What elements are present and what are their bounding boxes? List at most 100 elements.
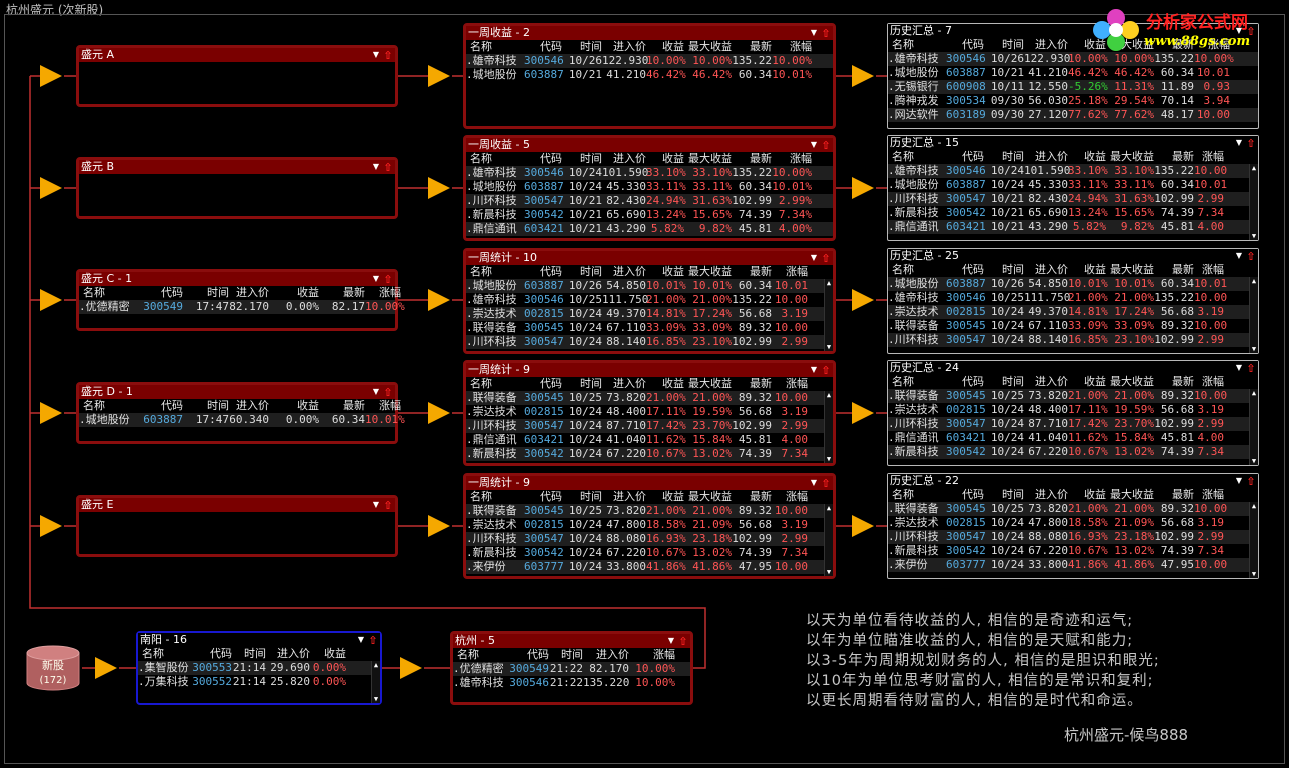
flow-arrow-icon[interactable] bbox=[40, 402, 62, 424]
flow-arrow-icon[interactable] bbox=[428, 177, 450, 199]
flow-arrow-icon[interactable] bbox=[400, 657, 422, 679]
column-header[interactable]: 收益 bbox=[662, 265, 684, 278]
scroll-down-icon[interactable]: ▼ bbox=[1251, 457, 1257, 465]
column-header[interactable]: 代码 bbox=[540, 490, 562, 503]
column-header[interactable]: 进入价 bbox=[613, 490, 646, 503]
column-header[interactable]: 收益 bbox=[662, 377, 684, 390]
column-header[interactable]: 进入价 bbox=[1035, 488, 1068, 501]
dropdown-icon[interactable]: ▼ bbox=[372, 162, 380, 171]
column-header[interactable]: 时间 bbox=[580, 265, 602, 278]
column-header[interactable]: 代码 bbox=[962, 150, 984, 163]
column-header[interactable]: 时间 bbox=[580, 152, 602, 165]
column-header[interactable]: 收益 bbox=[662, 40, 684, 53]
column-header[interactable]: 名称 bbox=[470, 265, 492, 278]
panel-header[interactable]: 历史汇总 - 25▼⇧ bbox=[888, 249, 1258, 263]
scrollbar[interactable]: ▲▼ bbox=[824, 504, 833, 576]
scroll-up-icon[interactable]: ▲ bbox=[373, 661, 379, 669]
column-header[interactable]: 最新 bbox=[750, 490, 772, 503]
column-header[interactable]: 最新 bbox=[1172, 150, 1194, 163]
up-arrow-icon[interactable]: ⇧ bbox=[821, 251, 831, 265]
column-header[interactable]: 收益 bbox=[297, 399, 319, 412]
flow-arrow-icon[interactable] bbox=[852, 515, 874, 537]
column-header[interactable]: 名称 bbox=[892, 375, 914, 388]
flow-arrow-icon[interactable] bbox=[428, 515, 450, 537]
scroll-up-icon[interactable]: ▲ bbox=[826, 504, 832, 512]
column-header[interactable]: 名称 bbox=[892, 38, 914, 51]
column-header[interactable]: 代码 bbox=[540, 377, 562, 390]
column-header[interactable]: 代码 bbox=[527, 648, 549, 661]
column-header[interactable]: 最新 bbox=[750, 265, 772, 278]
column-header[interactable]: 收益 bbox=[1084, 488, 1106, 501]
column-header[interactable]: 名称 bbox=[470, 490, 492, 503]
flow-arrow-icon[interactable] bbox=[428, 289, 450, 311]
scroll-up-icon[interactable]: ▲ bbox=[1251, 389, 1257, 397]
new-stock-source[interactable]: 新股(172) bbox=[25, 645, 81, 691]
column-header[interactable]: 名称 bbox=[457, 648, 479, 661]
panel-header[interactable]: 盛元 A▼⇧ bbox=[79, 48, 395, 62]
column-header[interactable]: 进入价 bbox=[1035, 375, 1068, 388]
up-arrow-icon[interactable]: ⇧ bbox=[821, 476, 831, 490]
column-header[interactable]: 进入价 bbox=[236, 399, 269, 412]
dropdown-icon[interactable]: ▼ bbox=[1235, 138, 1243, 147]
scroll-up-icon[interactable]: ▲ bbox=[1251, 164, 1257, 172]
column-header[interactable]: 收益 bbox=[1084, 150, 1106, 163]
up-arrow-icon[interactable]: ⇧ bbox=[1246, 24, 1256, 38]
column-header[interactable]: 涨幅 bbox=[653, 648, 675, 661]
column-header[interactable]: 代码 bbox=[161, 286, 183, 299]
up-arrow-icon[interactable]: ⇧ bbox=[821, 363, 831, 377]
column-header[interactable]: 名称 bbox=[83, 286, 105, 299]
panel-header[interactable]: 盛元 C - 1▼⇧ bbox=[79, 272, 395, 286]
flow-arrow-icon[interactable] bbox=[40, 515, 62, 537]
dropdown-icon[interactable]: ▼ bbox=[372, 387, 380, 396]
dropdown-icon[interactable]: ▼ bbox=[810, 253, 818, 262]
column-header[interactable]: 时间 bbox=[1002, 488, 1024, 501]
column-header[interactable]: 涨幅 bbox=[379, 399, 401, 412]
flow-arrow-icon[interactable] bbox=[852, 289, 874, 311]
column-header[interactable]: 涨幅 bbox=[1208, 38, 1230, 51]
column-header[interactable]: 时间 bbox=[207, 286, 229, 299]
column-header[interactable]: 最大收益 bbox=[1110, 488, 1154, 501]
up-arrow-icon[interactable]: ⇧ bbox=[383, 160, 393, 174]
column-header[interactable]: 代码 bbox=[210, 647, 232, 660]
column-header[interactable]: 最大收益 bbox=[688, 152, 732, 165]
panel-sy-e[interactable]: 盛元 E▼⇧ bbox=[76, 495, 398, 557]
panel-header[interactable]: 南阳 - 16▼⇧ bbox=[138, 633, 380, 647]
dropdown-icon[interactable]: ▼ bbox=[810, 28, 818, 37]
flow-arrow-icon[interactable] bbox=[95, 657, 117, 679]
column-header[interactable]: 收益 bbox=[662, 152, 684, 165]
column-header[interactable]: 时间 bbox=[1002, 375, 1024, 388]
column-header[interactable]: 涨幅 bbox=[1202, 263, 1224, 276]
column-header[interactable]: 名称 bbox=[142, 647, 164, 660]
up-arrow-icon[interactable]: ⇧ bbox=[1246, 361, 1256, 375]
dropdown-icon[interactable]: ▼ bbox=[810, 365, 818, 374]
up-arrow-icon[interactable]: ⇧ bbox=[383, 385, 393, 399]
column-header[interactable]: 最大收益 bbox=[688, 265, 732, 278]
column-header[interactable]: 最新 bbox=[1172, 375, 1194, 388]
column-header[interactable]: 最新 bbox=[343, 286, 365, 299]
column-header[interactable]: 涨幅 bbox=[1202, 150, 1224, 163]
dropdown-icon[interactable]: ▼ bbox=[1235, 251, 1243, 260]
dropdown-icon[interactable]: ▼ bbox=[810, 478, 818, 487]
column-header[interactable]: 进入价 bbox=[1035, 38, 1068, 51]
